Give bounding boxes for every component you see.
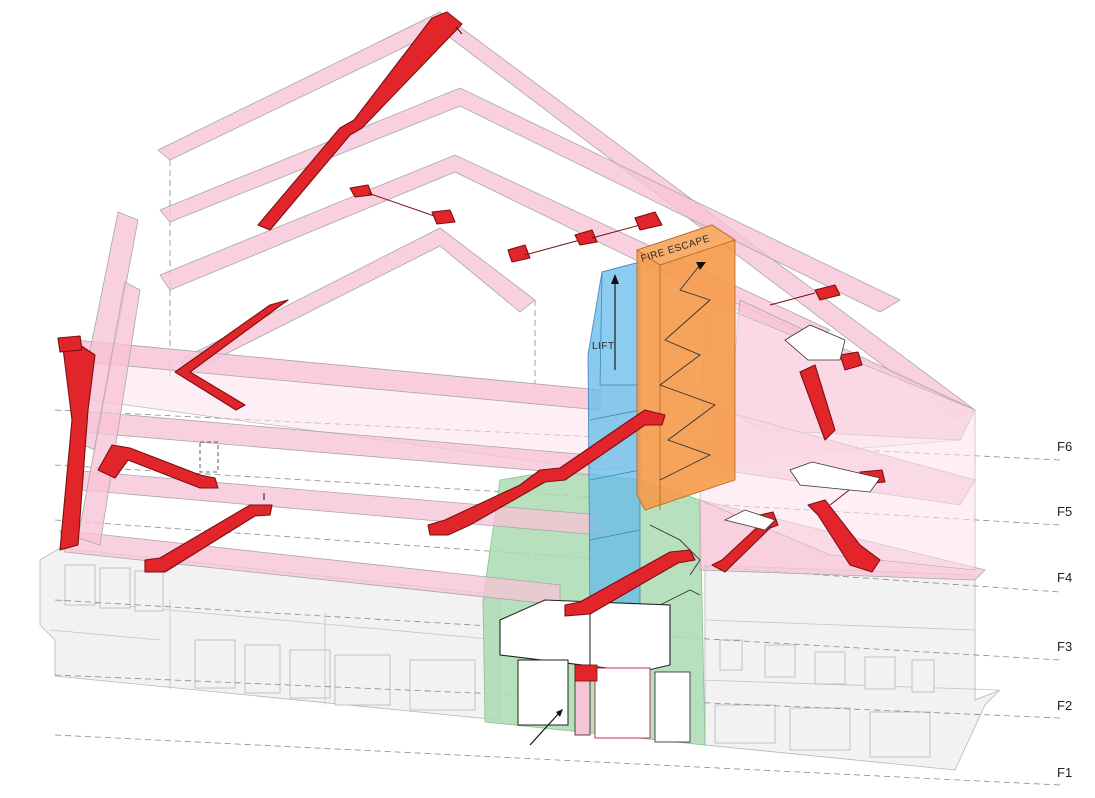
right-neighbour-facade (699, 564, 1001, 771)
floor-level-labels: F6 F5 F4 F3 F2 F1 (1057, 439, 1072, 780)
ground-entrance (499, 599, 691, 746)
level-label-f5: F5 (1057, 504, 1072, 519)
level-label-f6: F6 (1057, 439, 1072, 454)
level-label-f1: F1 (1057, 765, 1072, 780)
level-label-f2: F2 (1057, 698, 1072, 713)
left-neighbour-facade (39, 547, 501, 721)
circulation-ramps (57, 11, 886, 617)
lift-label: LIFT (592, 341, 615, 352)
opening-outlines (199, 324, 881, 606)
floor-slabs (59, 11, 986, 606)
level-label-f4: F4 (1057, 570, 1072, 585)
fire-escape-core: FIRE ESCAPE (636, 224, 736, 511)
level-label-f3: F3 (1057, 639, 1072, 654)
